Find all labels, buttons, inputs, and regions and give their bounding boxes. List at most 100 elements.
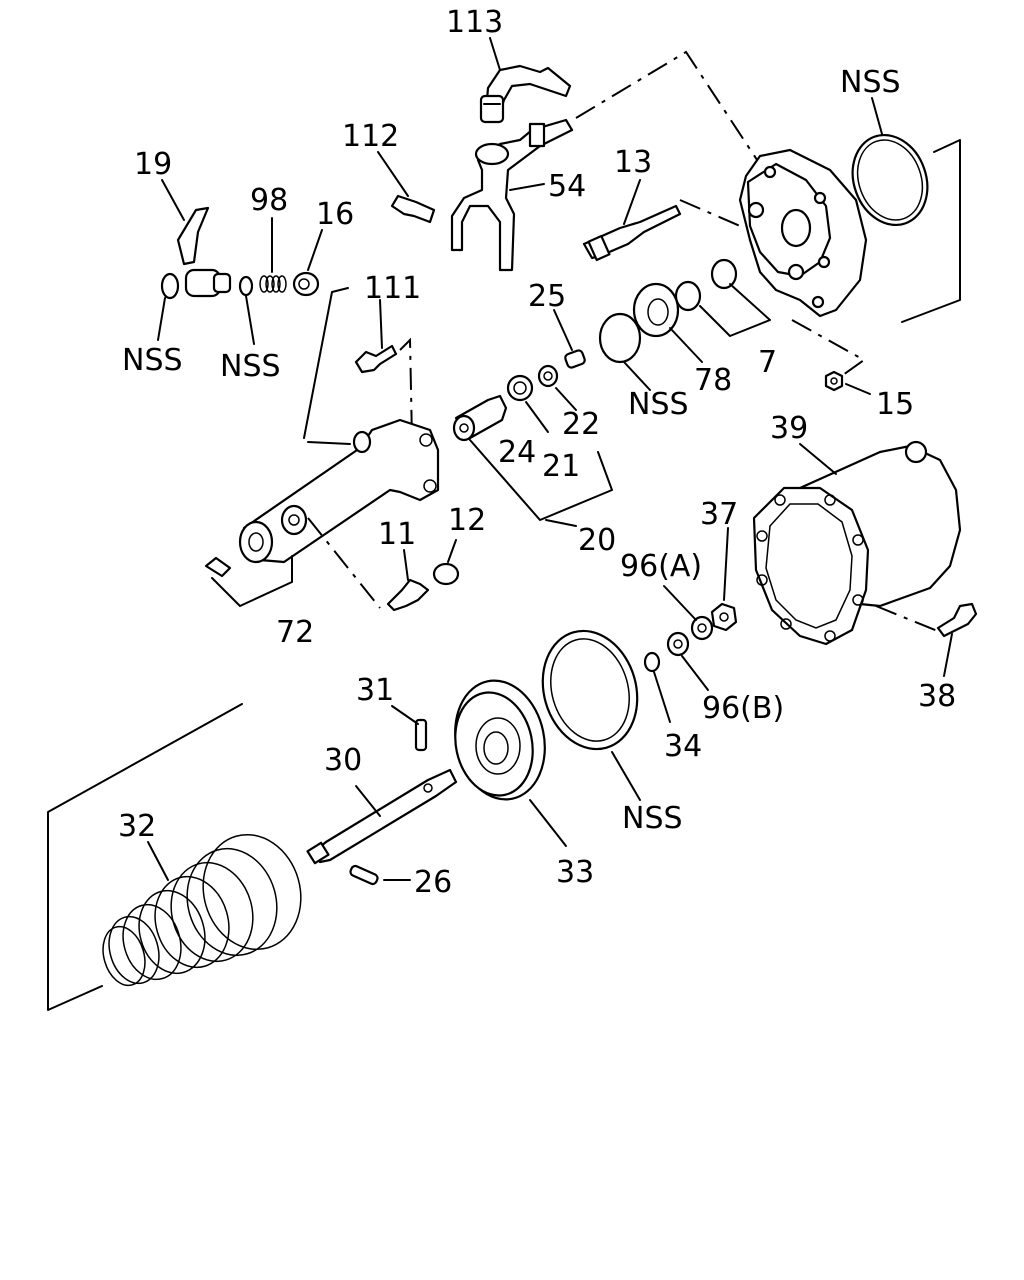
- leader-72: [211, 555, 293, 607]
- label-16: 16: [316, 197, 354, 232]
- label-31: 31: [356, 673, 394, 708]
- label-19: 19: [134, 147, 172, 182]
- leader-38: [943, 633, 953, 677]
- leader-96b: [681, 655, 709, 691]
- leader-78: [669, 327, 703, 363]
- leader-54: [509, 183, 545, 191]
- part-112-clip: [390, 194, 436, 224]
- part-113-bracket: [479, 64, 572, 124]
- label-24: 24: [498, 435, 536, 470]
- leader-19: [161, 179, 185, 221]
- label-37: 37: [700, 497, 738, 532]
- part-32-spring: [102, 833, 302, 987]
- part-11-bleeder: [386, 578, 430, 612]
- leader-nss-left1: [157, 297, 166, 341]
- part-nss-large-o-ring: [851, 133, 929, 227]
- part-96a-washer: [690, 615, 714, 641]
- part-33-piston: [454, 679, 546, 801]
- part-38-bolt: [936, 602, 978, 638]
- leader-30: [355, 785, 381, 817]
- label-39: 39: [770, 411, 808, 446]
- label-nss-bottom: NSS: [622, 801, 683, 836]
- leader-25: [553, 309, 573, 351]
- leader-32: [147, 841, 169, 881]
- assembly-line-111: [399, 337, 413, 441]
- part-24-piston: [452, 394, 508, 442]
- bracket-line-left-bottom: [47, 703, 243, 1011]
- label-34: 34: [664, 729, 702, 764]
- part-25-plug: [564, 349, 586, 369]
- leader-112: [377, 151, 409, 197]
- part-98-spring: [259, 275, 287, 293]
- part-39-housing: [752, 440, 962, 646]
- leader-34: [653, 671, 671, 723]
- part-21-cup: [506, 374, 534, 402]
- leader-7: [699, 283, 771, 337]
- part-22-washer: [537, 364, 559, 388]
- leader-33: [529, 799, 567, 847]
- part-26-pin: [349, 864, 379, 886]
- leader-13: [623, 179, 641, 225]
- part-15-nut: [824, 370, 844, 392]
- leader-31: [391, 705, 419, 725]
- part-78-seal: [632, 282, 680, 338]
- assembly-line-16b: [307, 441, 351, 445]
- leader-111: [379, 299, 383, 349]
- part-19-lever: [176, 206, 232, 298]
- assembly-line-16: [303, 287, 349, 439]
- label-25: 25: [528, 279, 566, 314]
- part-34-ring: [643, 651, 661, 673]
- assembly-line-13: [679, 199, 741, 227]
- label-111: 111: [364, 271, 421, 306]
- label-98: 98: [250, 183, 288, 218]
- leader-113: [489, 37, 501, 71]
- part-nss-snap-ring: [160, 272, 180, 300]
- assembly-line-11: [307, 517, 381, 609]
- part-96b-washer: [666, 631, 690, 657]
- assembly-line-38: [875, 605, 941, 633]
- leader-22: [555, 387, 577, 411]
- part-30-rod: [306, 768, 458, 865]
- label-54: 54: [548, 169, 586, 204]
- label-11: 11: [378, 517, 416, 552]
- assembly-line-15: [791, 319, 866, 381]
- part-12-cap: [432, 562, 460, 586]
- label-32: 32: [118, 809, 156, 844]
- leader-12: [447, 539, 457, 563]
- label-96b: 96(B): [702, 691, 784, 726]
- leader-20b: [545, 519, 577, 527]
- label-78: 78: [694, 363, 732, 398]
- part-13-switch: [582, 204, 682, 262]
- part-54-fork: [450, 118, 574, 272]
- part-nss-seal-ring: [541, 629, 639, 751]
- part-37-nut: [710, 602, 738, 632]
- leader-39: [799, 443, 837, 475]
- label-112: 112: [342, 119, 399, 154]
- label-72: 72: [276, 615, 314, 650]
- part-72-cylinder: [238, 418, 440, 564]
- label-nss-ring: NSS: [628, 387, 689, 422]
- label-nss-left2: NSS: [220, 349, 281, 384]
- label-7: 7: [758, 345, 777, 380]
- leader-16: [307, 229, 323, 271]
- part-housing-flange: [738, 148, 868, 318]
- label-12: 12: [448, 503, 486, 538]
- label-22: 22: [562, 407, 600, 442]
- part-72-fitting: [204, 556, 232, 578]
- part-111-bolt: [354, 344, 398, 374]
- leader-21a: [525, 401, 549, 433]
- leader-20: [469, 439, 613, 521]
- leader-11: [403, 549, 409, 581]
- label-nss-left1: NSS: [122, 343, 183, 378]
- label-38: 38: [918, 679, 956, 714]
- label-nss-top: NSS: [840, 65, 901, 100]
- part-16-bush: [292, 271, 320, 297]
- leader-37: [723, 527, 729, 601]
- part-31-pin: [414, 718, 428, 752]
- leader-nss-left2: [245, 295, 255, 345]
- leader-96a: [663, 585, 697, 621]
- part-7-bushes: [674, 258, 738, 312]
- label-21: 21: [542, 449, 580, 484]
- assembly-line-fork: [575, 50, 791, 211]
